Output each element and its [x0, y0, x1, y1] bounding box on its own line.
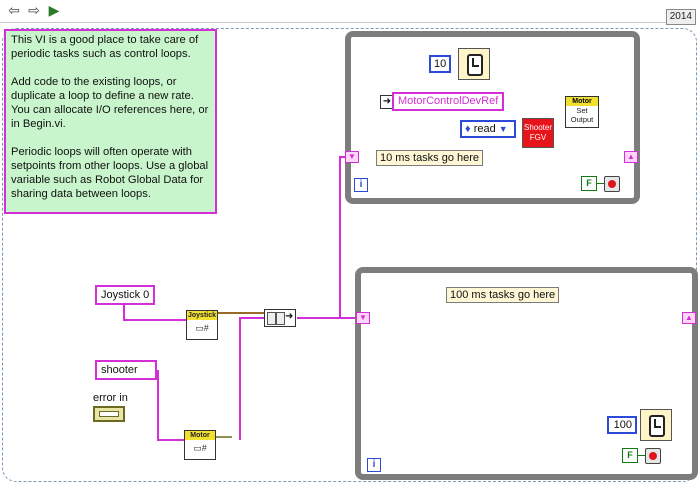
motor-refnum-get-vi[interactable]: Motor ▭#	[184, 430, 216, 460]
refnum-get-icon: ▭#	[193, 443, 207, 453]
merge-errors-bundle-node[interactable]: ➜	[264, 309, 296, 327]
case-structure-frame	[2, 28, 697, 482]
stop-condition-10ms[interactable]: F	[581, 176, 620, 192]
stop-wire-10ms	[596, 183, 604, 184]
wait-10ms-constant[interactable]: 10	[429, 55, 451, 73]
stop-false-constant-100ms[interactable]: F	[622, 448, 638, 463]
wait-ms-timer-icon[interactable]	[640, 409, 672, 441]
motor-set-output-body: Set Output	[570, 106, 594, 124]
while-loop-100ms[interactable]	[355, 267, 698, 480]
shooter-fgv-global[interactable]: Shooter FGV	[522, 118, 554, 148]
read-enum-constant[interactable]: ♦ read ▼	[460, 120, 516, 138]
dev-ref-element[interactable]: MotorControlDevRef	[392, 92, 505, 111]
joystick-name-constant[interactable]: Joystick 0	[95, 285, 156, 305]
iteration-terminal-100ms: i	[367, 458, 381, 472]
stop-wire-100ms	[637, 455, 645, 456]
wait-100ms-constant[interactable]: 100	[607, 416, 637, 434]
tunnel-left-100ms: ▼	[356, 312, 370, 324]
version-tag: 2014	[665, 9, 696, 25]
refnum-get-icon: ▭#	[195, 323, 209, 333]
stop-terminal-icon[interactable]	[604, 176, 620, 192]
task-label-100ms: 100 ms tasks go here	[446, 287, 560, 303]
task-label-10ms: 10 ms tasks go here	[376, 150, 484, 166]
stop-terminal-icon[interactable]	[645, 448, 661, 464]
motor-set-output-vi[interactable]: Motor Set Output	[565, 96, 599, 128]
toolbar-divider	[0, 22, 666, 23]
wait-ms-timer-icon[interactable]	[458, 48, 490, 80]
bundle-element	[276, 312, 285, 325]
enum-value: read	[473, 123, 496, 135]
navigate-back-icon[interactable]: ⇦	[8, 3, 20, 19]
tunnel-left-10ms: ▼	[345, 151, 359, 163]
error-in-terminal[interactable]	[93, 406, 125, 422]
error-in-label: error in	[93, 392, 128, 404]
shooter-name-constant[interactable]: shooter	[95, 360, 157, 380]
run-arrow-icon[interactable]: ▶	[48, 3, 60, 19]
tunnel-right-100ms: ▲	[682, 312, 696, 324]
bundle-element	[267, 312, 276, 325]
enum-dropdown-icon: ▼	[498, 124, 508, 134]
joystick-refnum-get-vi[interactable]: Joystick ▭#	[186, 310, 218, 340]
navigate-forward-icon[interactable]: ⇨	[28, 3, 40, 19]
stop-condition-100ms[interactable]: F	[622, 448, 661, 464]
motor-set-output-header: Motor	[566, 97, 598, 106]
motor-vi-header: Motor	[185, 431, 215, 440]
comment-note: This VI is a good place to take care of …	[4, 29, 217, 214]
tunnel-right-10ms: ▲	[624, 151, 638, 163]
bundle-output-arrow-icon: ➜	[285, 311, 294, 322]
joystick-vi-header: Joystick	[187, 311, 217, 320]
stop-false-constant-10ms[interactable]: F	[581, 176, 597, 191]
enum-arrows-icon: ♦	[465, 123, 471, 135]
iteration-terminal-10ms: i	[354, 178, 368, 192]
